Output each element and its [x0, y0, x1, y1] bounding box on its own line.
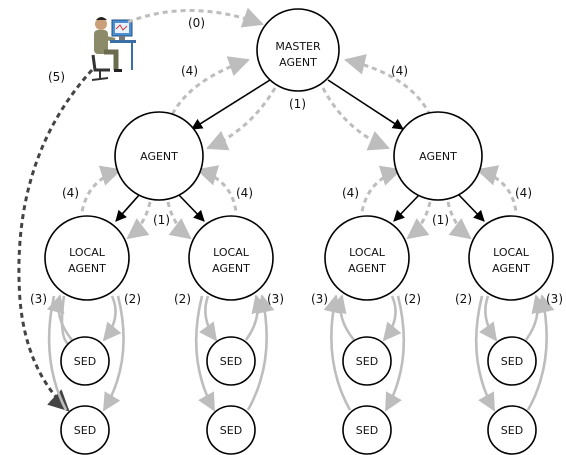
sed-node-4b: SED — [487, 405, 537, 455]
node-label-line-2: AGENT — [68, 262, 106, 275]
control-edge — [115, 193, 141, 222]
node-label-line-1: LOCAL — [69, 246, 106, 259]
edge-label-4: (4) — [342, 186, 359, 200]
node-label-line-1: LOCAL — [213, 246, 250, 259]
edge-label-3: (3) — [546, 292, 563, 306]
control-edge — [457, 193, 485, 222]
node-label: SED — [501, 424, 523, 437]
edge-label-2: (2) — [124, 292, 141, 306]
request-edge — [127, 7, 264, 28]
node-label-line-2: AGENT — [348, 262, 386, 275]
sed-node-2b: SED — [206, 405, 256, 455]
user-at-computer-icon — [91, 17, 136, 81]
feedback-edge — [360, 165, 403, 213]
node-label: SED — [220, 424, 242, 437]
edge-label-2: (2) — [455, 292, 472, 306]
feedback-edge — [206, 87, 277, 151]
node-label: SED — [501, 355, 523, 368]
sed-node-4a: SED — [487, 336, 537, 386]
local-agent-node-3: LOCAL AGENT — [324, 215, 410, 301]
node-label: AGENT — [140, 150, 178, 163]
feedback-edge — [170, 56, 250, 116]
sed-node-3b: SED — [342, 405, 392, 455]
agent-node-left: AGENT — [114, 111, 204, 201]
edge-label-3: (3) — [267, 292, 284, 306]
edge-label-0: (0) — [188, 16, 205, 30]
sed-node-2a: SED — [206, 336, 256, 386]
node-label-line-1: LOCAL — [349, 246, 386, 259]
local-agent-node-1: LOCAL AGENT — [44, 215, 130, 301]
node-label-line-1: LOCAL — [493, 246, 530, 259]
edge-label-4: (4) — [515, 186, 532, 200]
feedback-edge — [406, 201, 432, 240]
node-label: SED — [356, 424, 378, 437]
local-agent-node-2: LOCAL AGENT — [188, 215, 274, 301]
node-label: AGENT — [419, 150, 457, 163]
agent-node-right: AGENT — [393, 111, 483, 201]
feedback-edge — [166, 201, 192, 240]
node-label-line-2: AGENT — [492, 262, 530, 275]
edge-label-1: (1) — [153, 213, 170, 227]
sed-loop-edges — [46, 294, 555, 412]
control-edge — [327, 79, 404, 130]
master-agent-node: MASTER AGENT — [256, 8, 340, 92]
feedback-edge — [475, 165, 518, 213]
node-label: SED — [74, 355, 96, 368]
edge-label-4: (4) — [181, 64, 198, 78]
node-label-line-1: MASTER — [275, 40, 321, 53]
node-label: SED — [220, 355, 242, 368]
control-edge — [191, 79, 271, 130]
feedback-edge — [195, 165, 238, 213]
node-label: SED — [74, 424, 96, 437]
feedback-edge — [80, 165, 123, 213]
feedback-edge — [321, 87, 390, 151]
edge-label-4: (4) — [62, 186, 79, 200]
control-edge — [393, 193, 421, 222]
edge-label-2: (2) — [404, 292, 421, 306]
sed-node-3a: SED — [342, 336, 392, 386]
edge-label-4: (4) — [391, 64, 408, 78]
service-edge — [17, 68, 94, 412]
edge-label-5: (5) — [48, 70, 65, 84]
edge-label-2: (2) — [174, 292, 191, 306]
feedback-edge — [126, 201, 152, 240]
node-label: SED — [356, 355, 378, 368]
feedback-edge — [343, 54, 432, 116]
node-label-line-2: AGENT — [212, 262, 250, 275]
edge-label-4: (4) — [236, 186, 253, 200]
sed-node-1b: SED — [60, 405, 110, 455]
edge-label-3: (3) — [311, 292, 328, 306]
edge-label-1: (1) — [432, 213, 449, 227]
edge-label-1: (1) — [289, 97, 306, 111]
local-agent-node-4: LOCAL AGENT — [468, 215, 554, 301]
control-edge — [177, 193, 205, 222]
edge-label-3: (3) — [30, 292, 47, 306]
feedback-edge — [446, 201, 472, 240]
node-label-line-2: AGENT — [279, 56, 317, 69]
sed-node-1a: SED — [60, 336, 110, 386]
